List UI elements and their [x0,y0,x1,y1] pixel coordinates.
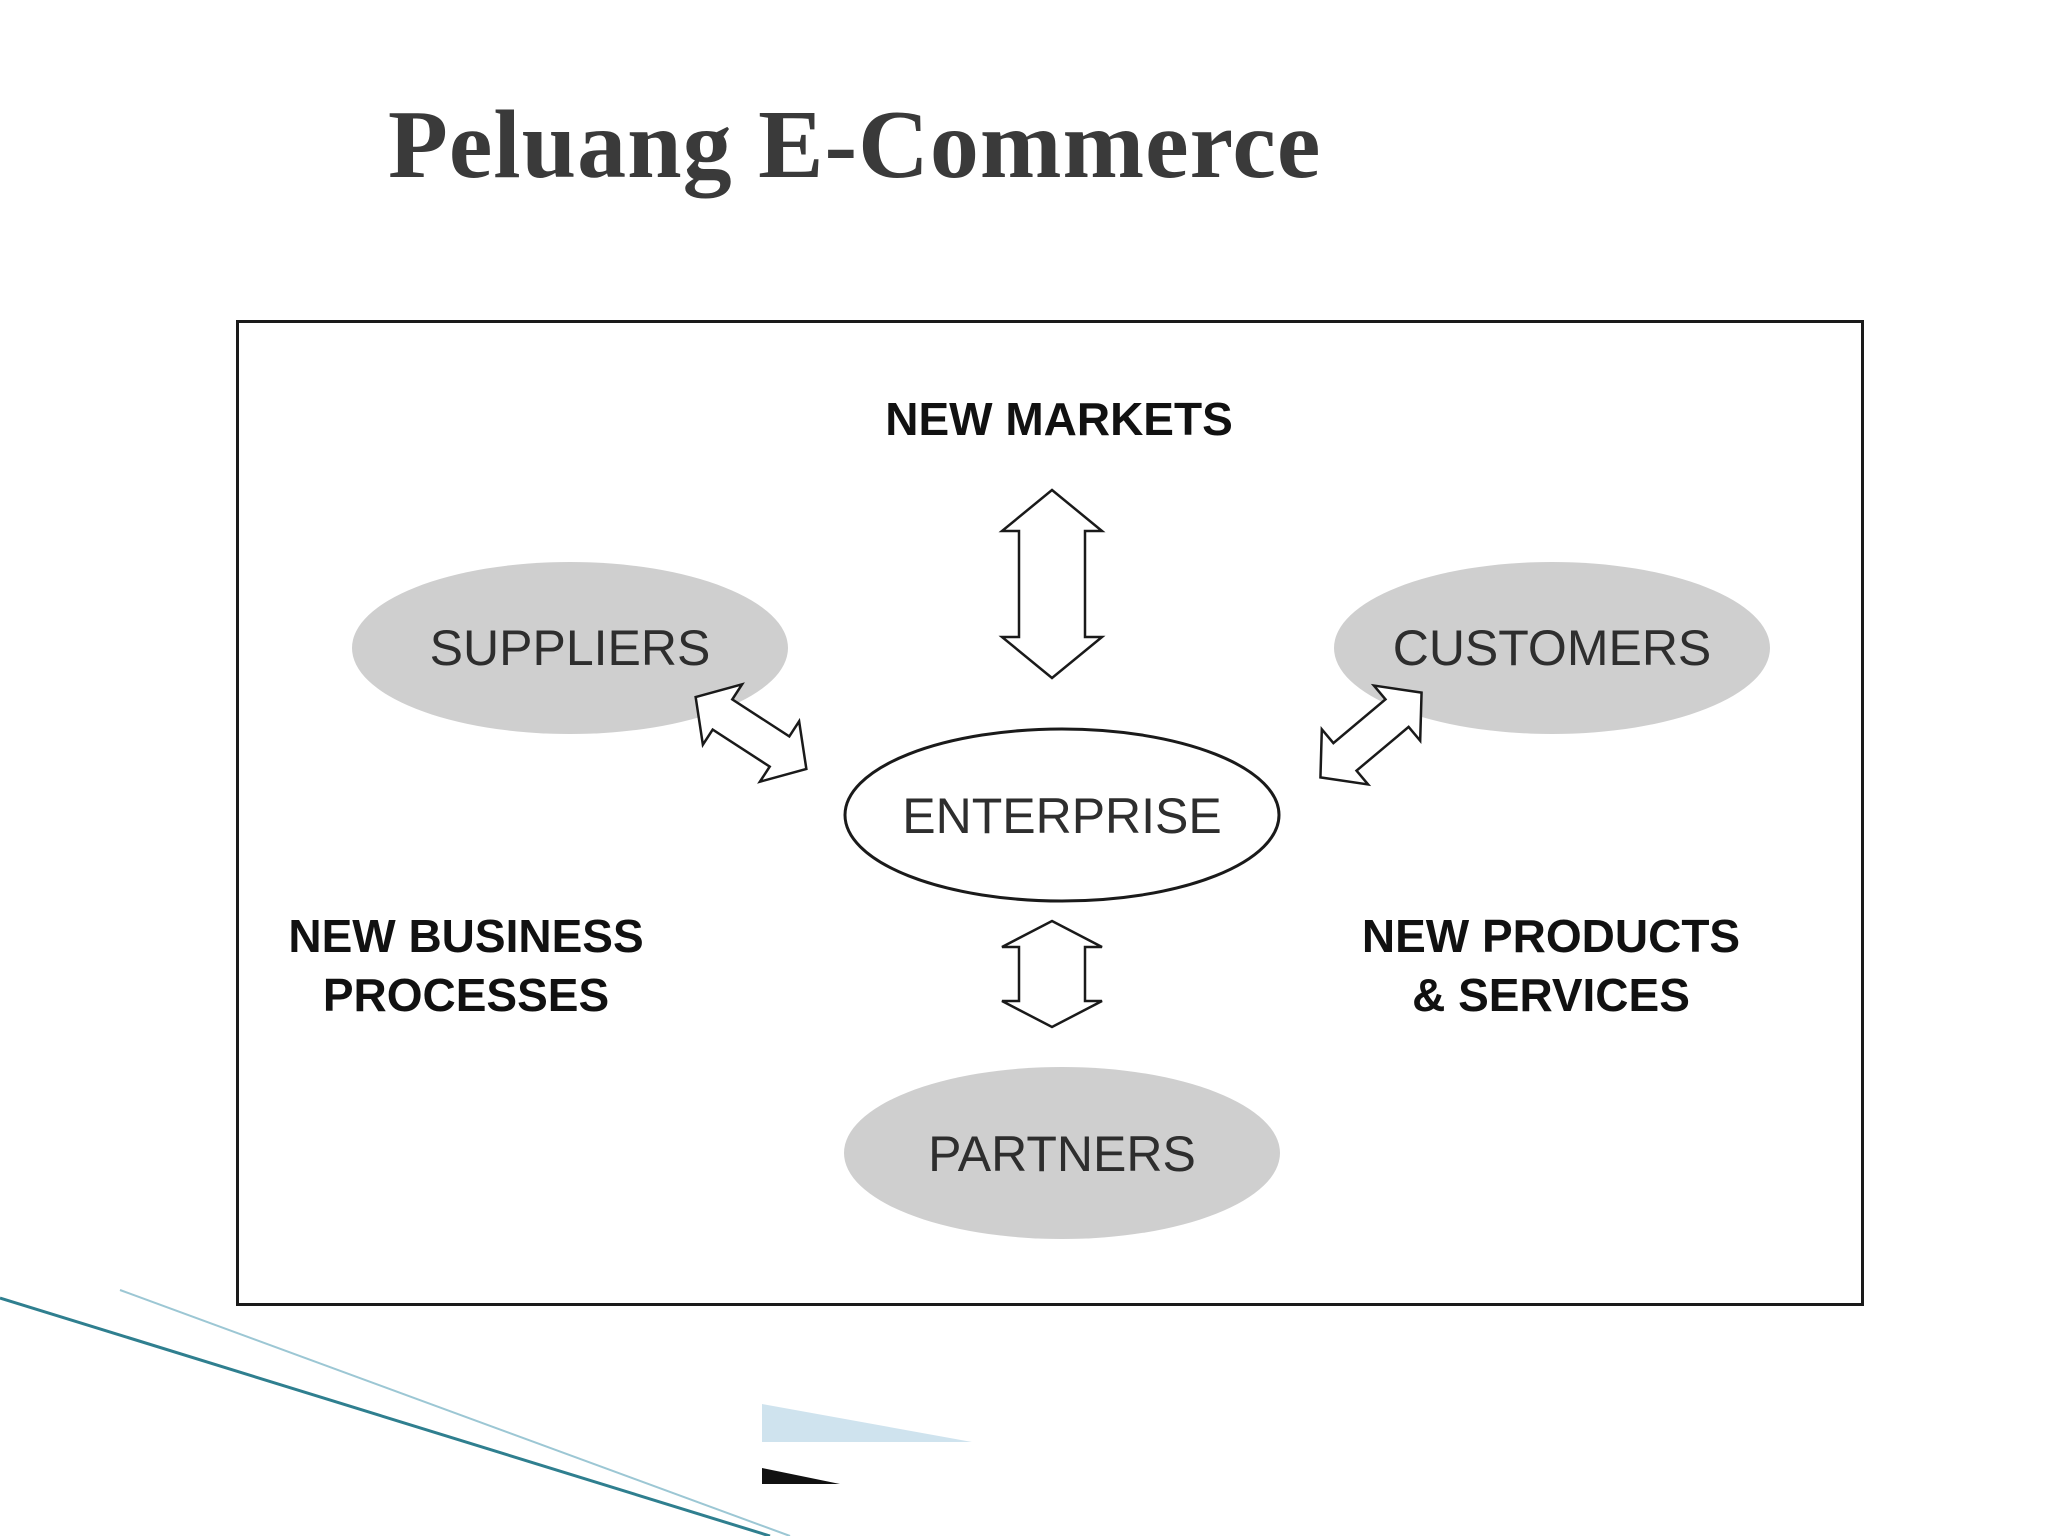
enterprise-ellipse [843,727,1281,903]
suppliers-enterprise-double-arrow-icon [694,682,808,784]
teal-swoosh-line [0,1296,771,1536]
light-swoosh-line [119,1289,791,1536]
slide-title: Peluang E-Commerce [388,91,1322,199]
enterprise-label: ENTERPRISE [902,788,1222,844]
ecommerce-opportunity-diagram: SUPPLIERS CUSTOMERS PARTNERS ENTERPRISE … [288,393,1770,1239]
partners-node: PARTNERS [844,1067,1280,1239]
enterprise-customers-double-arrow-icon [1319,683,1423,787]
new-products-line-2: & SERVICES [1412,969,1690,1021]
partners-label: PARTNERS [928,1126,1196,1182]
suppliers-node: SUPPLIERS [352,562,788,734]
black-wedge [762,1468,840,1484]
customers-node: CUSTOMERS [1334,562,1770,734]
new-business-line-2: PROCESSES [323,969,609,1021]
diagram-frame: SUPPLIERS CUSTOMERS PARTNERS ENTERPRISE … [236,320,1864,1306]
customers-ellipse [1334,562,1770,734]
new-markets-label: NEW MARKETS [885,393,1233,445]
suppliers-ellipse [352,562,788,734]
new-products-services-label: NEW PRODUCTS & SERVICES [1362,910,1740,1021]
customers-label: CUSTOMERS [1393,620,1712,676]
new-business-line-1: NEW BUSINESS [288,910,643,962]
partners-ellipse [844,1067,1280,1239]
suppliers-label: SUPPLIERS [430,620,711,676]
enterprise-node: ENTERPRISE [843,727,1281,903]
new-products-line-1: NEW PRODUCTS [1362,910,1740,962]
enterprise-partners-double-arrow-icon [1001,919,1103,1029]
new-business-processes-label: NEW BUSINESS PROCESSES [288,910,643,1021]
markets-enterprise-double-arrow-icon [998,488,1106,680]
light-blue-wedge [762,1404,972,1442]
